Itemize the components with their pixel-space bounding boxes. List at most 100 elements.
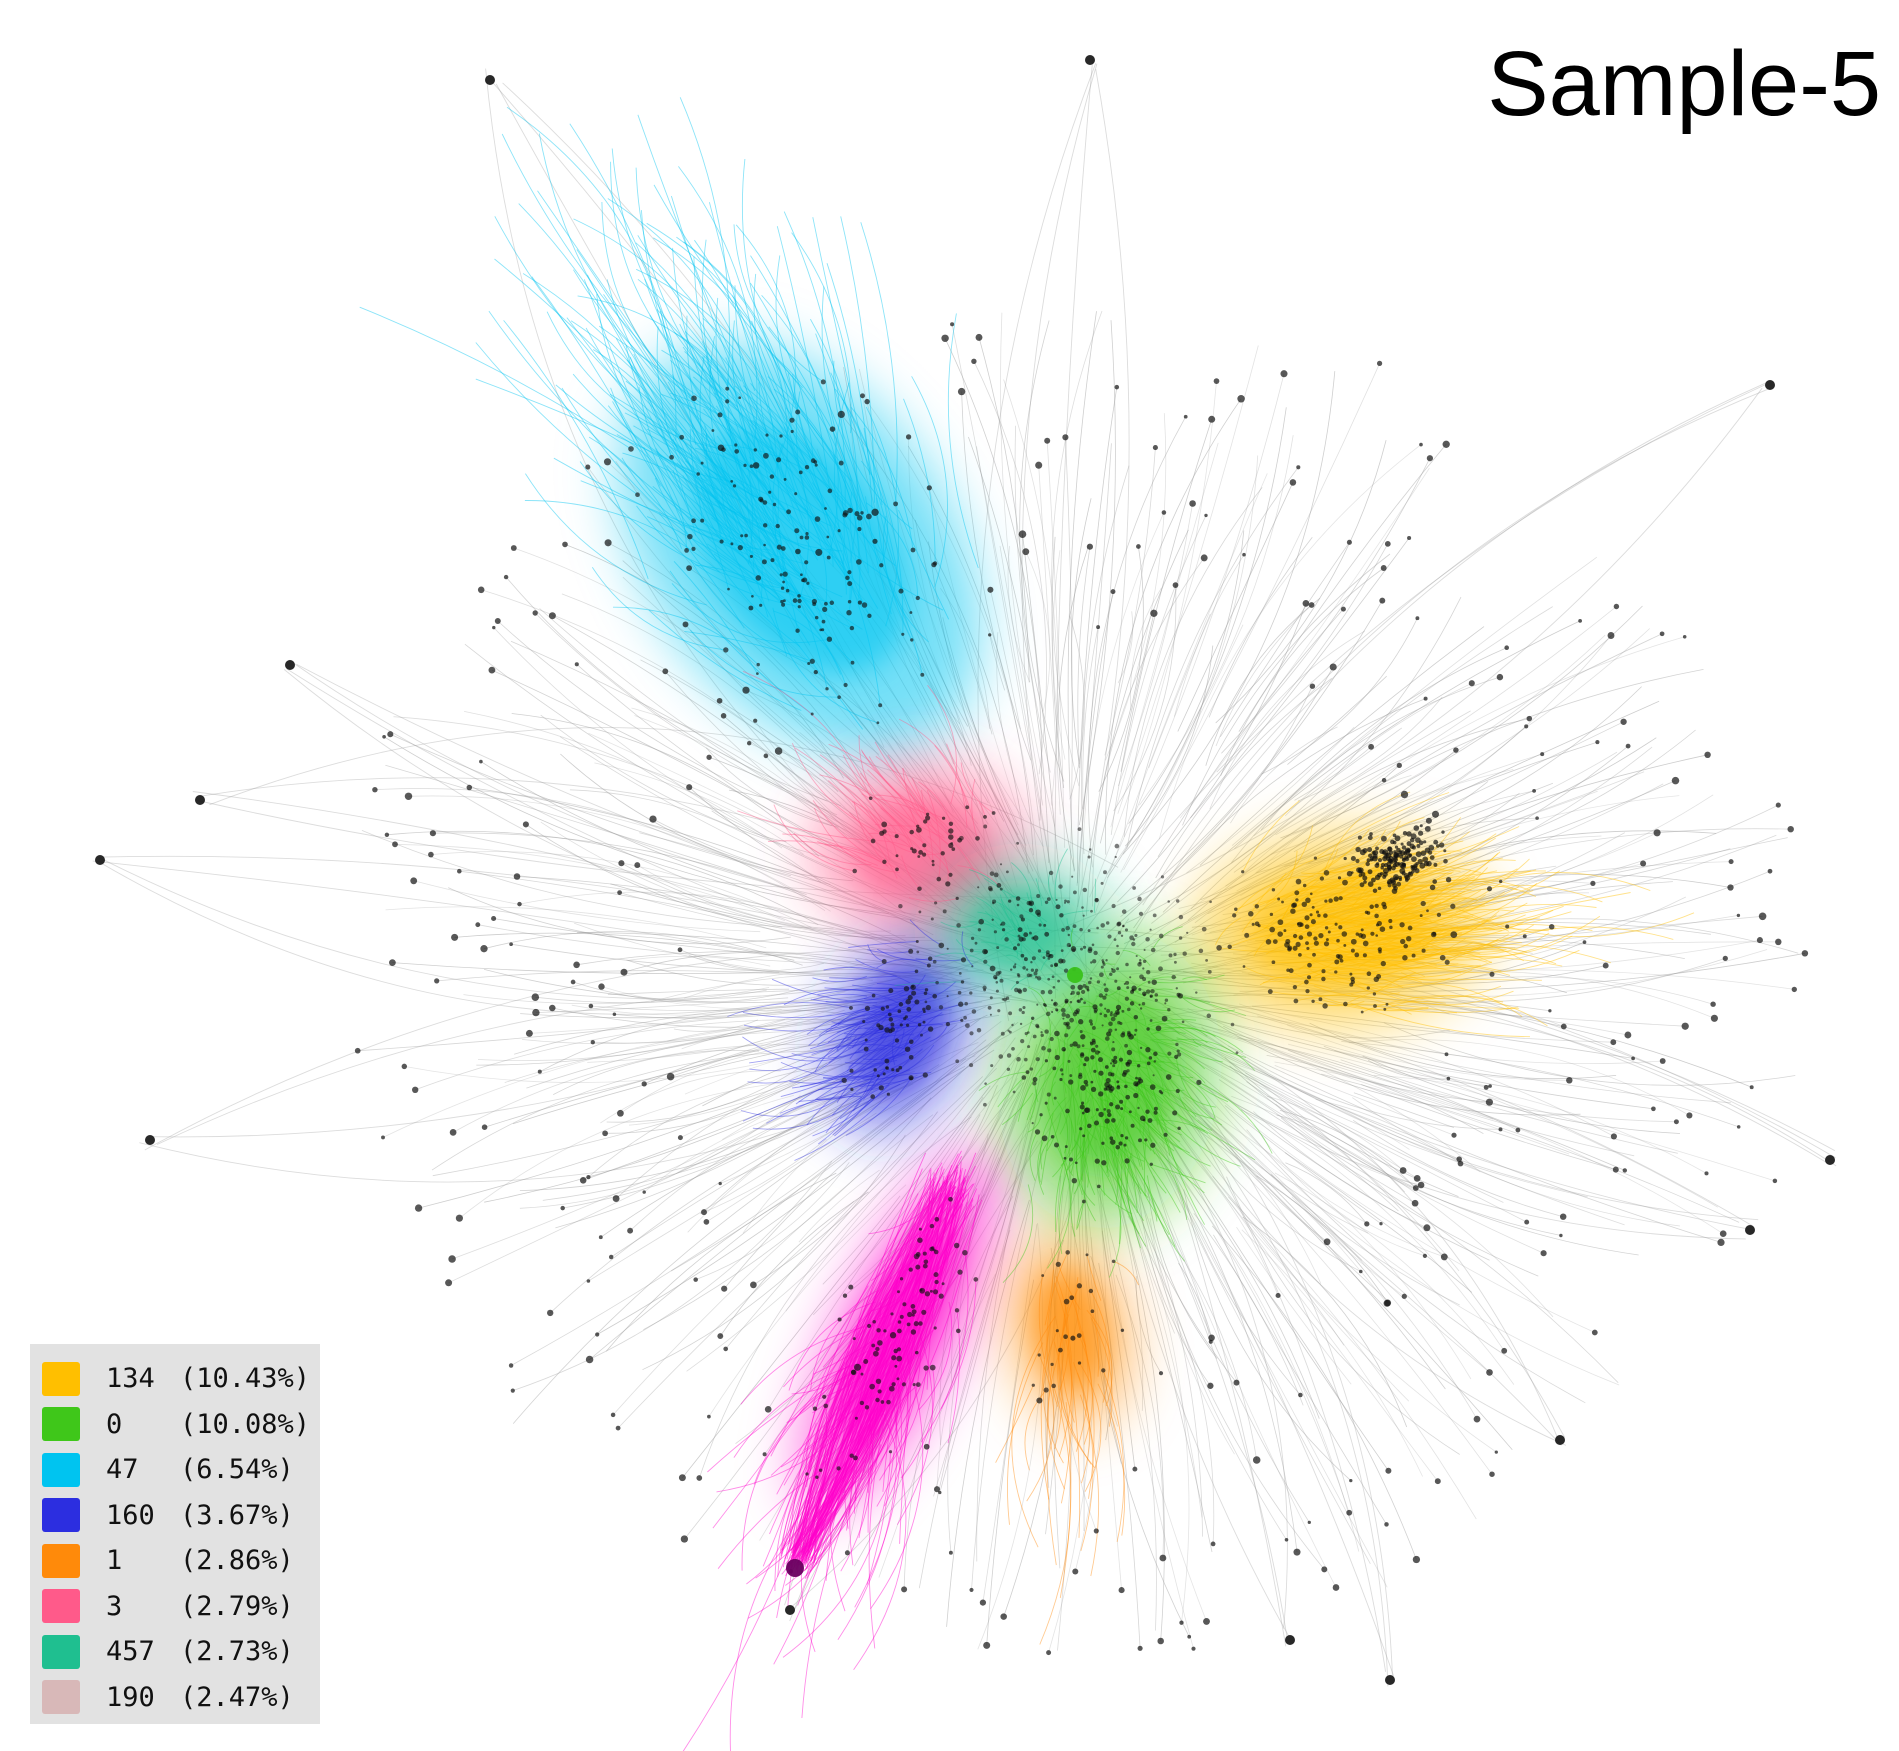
community-edge bbox=[573, 218, 752, 467]
peripheral-node bbox=[1602, 962, 1609, 969]
peripheral-node bbox=[531, 993, 540, 1001]
community-edge bbox=[1252, 891, 1317, 906]
center-node bbox=[1017, 934, 1021, 938]
center-node bbox=[1141, 1002, 1146, 1006]
community-edge bbox=[849, 812, 898, 879]
community-node bbox=[1145, 1047, 1151, 1053]
center-node bbox=[1146, 970, 1151, 975]
community-edge bbox=[601, 201, 699, 406]
peripheral-node bbox=[872, 538, 878, 544]
community-edge bbox=[911, 376, 948, 588]
magenta-tail-edge bbox=[797, 1169, 962, 1564]
magenta-tail-edge bbox=[801, 1181, 946, 1556]
community-node bbox=[1074, 1161, 1078, 1165]
gray-edge bbox=[1275, 1103, 1422, 1186]
peripheral-node bbox=[503, 574, 509, 580]
peripheral-node bbox=[445, 1279, 453, 1287]
center-node bbox=[1061, 1012, 1066, 1017]
community-edge bbox=[776, 226, 831, 491]
community-edge bbox=[1079, 1394, 1100, 1577]
community-edge bbox=[1344, 914, 1497, 948]
center-node bbox=[1099, 972, 1104, 978]
community-node bbox=[927, 956, 933, 961]
community-node bbox=[1105, 1085, 1111, 1091]
center-node bbox=[1009, 968, 1013, 971]
gray-edge bbox=[539, 1009, 866, 1073]
peripheral-node bbox=[1018, 530, 1027, 538]
community-edge bbox=[853, 1399, 907, 1670]
community-edge bbox=[1054, 848, 1068, 901]
community-node bbox=[1277, 931, 1283, 937]
gray-edge bbox=[610, 883, 891, 942]
community-edge bbox=[783, 211, 846, 516]
center-node bbox=[1047, 1048, 1052, 1053]
peripheral-node bbox=[1207, 1382, 1214, 1389]
community-edge bbox=[678, 396, 769, 618]
community-edge bbox=[1123, 1097, 1133, 1159]
center-node bbox=[1034, 968, 1039, 972]
peripheral-node bbox=[573, 961, 580, 969]
center-node bbox=[1069, 1000, 1073, 1004]
yellow-cluster-node bbox=[1368, 853, 1373, 858]
community-edge bbox=[1110, 1138, 1136, 1228]
community-edge bbox=[672, 247, 771, 493]
community-node bbox=[908, 948, 914, 954]
center-node bbox=[1069, 1043, 1074, 1048]
community-node bbox=[847, 599, 852, 604]
center-node bbox=[1087, 929, 1091, 933]
community-node bbox=[924, 988, 929, 992]
community-node bbox=[1017, 927, 1023, 933]
community-node bbox=[1315, 910, 1320, 914]
community-node bbox=[863, 1359, 869, 1364]
community-edge bbox=[909, 807, 934, 866]
community-edge bbox=[806, 1067, 888, 1126]
community-node bbox=[917, 886, 922, 891]
community-node bbox=[1312, 952, 1316, 957]
community-edge bbox=[1295, 894, 1407, 939]
community-edge bbox=[1373, 947, 1502, 974]
community-node bbox=[888, 1017, 894, 1022]
community-edge bbox=[1147, 1049, 1180, 1072]
outlier-edge bbox=[1050, 387, 1763, 933]
gray-edge bbox=[1257, 1015, 1731, 1104]
community-node bbox=[1277, 897, 1281, 901]
center-node bbox=[984, 1082, 987, 1085]
gray-edge bbox=[1212, 1175, 1345, 1346]
gray-edge bbox=[459, 1078, 825, 1219]
magenta-tail-edge bbox=[801, 1188, 964, 1562]
gray-edge bbox=[385, 906, 767, 949]
community-edge bbox=[1038, 1136, 1053, 1183]
gray-edge bbox=[1190, 537, 1410, 819]
community-edge bbox=[633, 425, 766, 503]
gray-edge bbox=[711, 810, 787, 843]
community-edge bbox=[1253, 930, 1277, 957]
community-edge bbox=[853, 801, 885, 863]
community-edge bbox=[1358, 950, 1412, 968]
community-edge bbox=[690, 629, 840, 698]
community-node bbox=[918, 1321, 923, 1326]
community-edge bbox=[555, 384, 708, 482]
community-edge bbox=[1280, 922, 1357, 935]
community-node bbox=[1254, 904, 1260, 909]
center-node bbox=[1055, 1009, 1059, 1012]
peripheral-node bbox=[1204, 513, 1208, 518]
community-node bbox=[1139, 1115, 1146, 1122]
community-edge bbox=[968, 869, 1011, 902]
community-edge bbox=[1143, 1119, 1182, 1150]
community-edge bbox=[920, 1252, 969, 1443]
community-node bbox=[864, 1038, 868, 1042]
gray-edge bbox=[680, 1095, 794, 1138]
community-node bbox=[723, 647, 729, 653]
peripheral-node bbox=[1203, 1617, 1210, 1625]
community-edge bbox=[1317, 874, 1377, 913]
community-edge bbox=[787, 373, 851, 584]
community-edge bbox=[1147, 1018, 1197, 1026]
community-node bbox=[756, 672, 759, 675]
community-node bbox=[1311, 999, 1315, 1004]
yellow-cluster-node bbox=[1390, 839, 1395, 845]
community-edge bbox=[741, 158, 842, 464]
community-node bbox=[918, 850, 923, 855]
gray-edge bbox=[459, 870, 783, 928]
community-edge bbox=[1353, 914, 1485, 943]
center-node bbox=[987, 1005, 992, 1010]
